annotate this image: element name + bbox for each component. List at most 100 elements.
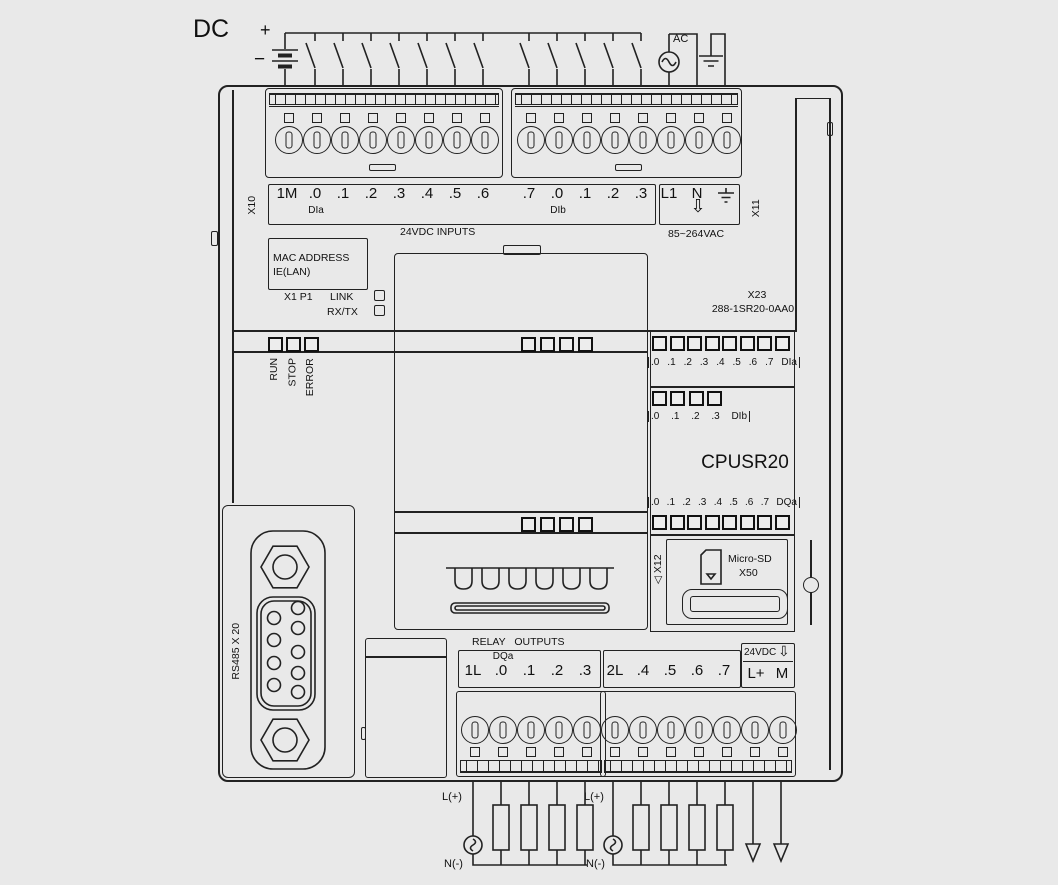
din-clip-left (211, 231, 218, 246)
screw-terminal (415, 113, 443, 154)
terminal-label-l1: L1 (660, 185, 678, 202)
led-indicator (652, 336, 667, 351)
led-indicator (652, 391, 667, 406)
dia-led-labels: .0.1 .2.3 .4.5 .6.7 DIa (648, 357, 800, 368)
door-band-line (395, 511, 647, 513)
connector-x11-label: X11 (749, 199, 762, 218)
microsd-card-icon (700, 549, 722, 585)
led-indicator (670, 391, 686, 406)
led-indicator (688, 391, 704, 406)
neutral-minus-label: N(-) (586, 858, 605, 870)
expansion-bus-comb (446, 567, 614, 614)
led-label: .0 (651, 497, 660, 508)
dqa-led-row (652, 515, 790, 530)
right-inner-rail (795, 98, 797, 332)
led-label: .3 (699, 357, 709, 368)
mac-label-line2: IE(LAN) (273, 266, 311, 278)
link-led-indicator (374, 290, 385, 301)
run-led-label: RUN (267, 357, 280, 381)
screw-terminal (685, 716, 713, 757)
door-band-line (395, 532, 647, 534)
expansion-door (365, 638, 447, 778)
inputs-caption: 24VDC INPUTS (400, 226, 476, 238)
battery-icon (272, 33, 298, 85)
led-label: .0 (651, 411, 660, 422)
led-indicator (669, 336, 685, 351)
terminal-label: .1 (522, 662, 536, 679)
connector-x23-label: X23 (747, 289, 767, 301)
terminal-label: 1M (276, 185, 298, 202)
group-label-dib: DIb (550, 205, 566, 216)
run-led-indicator (268, 337, 283, 352)
door-led-row-top (521, 337, 593, 352)
screw-terminal (713, 113, 741, 154)
screw-stem (810, 592, 812, 625)
led-indicator (559, 337, 574, 352)
terminal-label: .6 (476, 185, 490, 202)
band-line-bottom (232, 351, 648, 353)
terminal-label-n: N (691, 185, 703, 202)
output-wires-group2 (612, 782, 727, 866)
terminal-label: .7 (522, 185, 536, 202)
terminal-serration (515, 93, 738, 105)
mac-address-box (268, 238, 368, 290)
dia-led-row (652, 336, 790, 351)
led-indicator (687, 336, 703, 351)
led-label: .2 (691, 411, 700, 422)
led-indicator (722, 336, 738, 351)
load-resistor-icon (632, 804, 650, 851)
supply-wires (752, 782, 782, 844)
load-resistor-icon (716, 804, 734, 851)
connector-x12-label: ◁ X12 (651, 554, 664, 585)
led-indicator (706, 391, 722, 406)
rxtx-led-indicator (374, 305, 385, 316)
screw-terminal (657, 113, 685, 154)
top-wiring-svg (272, 32, 726, 85)
stop-led-label: STOP (286, 358, 299, 387)
led-label: .1 (667, 357, 676, 368)
supply-underline (743, 661, 793, 663)
terminal-label-m: M (775, 665, 789, 682)
dc-supply-label: DC (193, 15, 230, 43)
rail-top-line (795, 98, 830, 100)
load-resistor-icon (492, 804, 510, 851)
terminal-label: .6 (690, 662, 704, 679)
led-label: .6 (748, 357, 758, 368)
led-label: .5 (729, 497, 738, 508)
terminal-label: 2L (606, 662, 624, 679)
screw-terminal (443, 113, 471, 154)
ac-source-icon (658, 33, 698, 85)
screw-terminal (545, 113, 573, 154)
plus-label: + (260, 20, 271, 40)
bottom-terminal-block-right (600, 691, 797, 777)
sd-slot-name: Micro-SD (728, 553, 772, 565)
led-group-label: DQa (776, 497, 797, 508)
screw-terminal (303, 113, 331, 154)
dqa-led-labels: .0.1 .2.3 .4.5 .6.7 DQa (648, 497, 800, 508)
terminal-label-lplus: L+ (747, 665, 765, 682)
led-label: .7 (765, 357, 774, 368)
down-arrow-icon (772, 843, 790, 864)
connector-x10-label: X10 (245, 195, 258, 215)
load-resistor-icon (548, 804, 566, 851)
led-group-label: DIa (781, 357, 797, 368)
screw-terminal (769, 716, 797, 757)
led-group-label: DIb (731, 411, 747, 422)
supply-label-box (741, 643, 795, 688)
terminal-label: .1 (578, 185, 592, 202)
sd-inner-box (666, 539, 788, 625)
screw-terminal (629, 716, 657, 757)
screw-terminal (331, 113, 359, 154)
screw-terminal (461, 716, 489, 757)
led-indicator (757, 515, 773, 530)
screw-terminal (573, 716, 601, 757)
center-door (394, 253, 648, 630)
order-number: 288-1SR20-0AA0 (711, 303, 795, 315)
right-outer-rail (829, 98, 831, 770)
led-indicator (704, 336, 720, 351)
sd-slot-connector: X50 (739, 567, 758, 579)
down-arrow-icon: ⇩ (690, 196, 706, 216)
db9-connector (250, 530, 326, 770)
expansion-door-line (366, 656, 446, 658)
terminal-label: .2 (364, 185, 378, 202)
